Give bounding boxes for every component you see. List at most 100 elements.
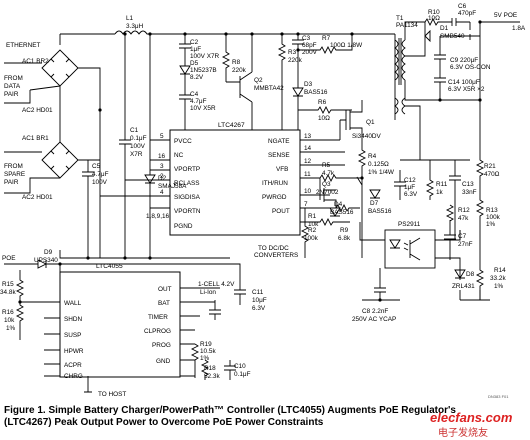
r4-rating: 1% 1/4W bbox=[368, 169, 395, 176]
r11-label: R11 bbox=[436, 181, 448, 188]
ic1-pins-left: PVCC NC VPORTP RCLASS SIGDISA VPORTN PGN… bbox=[174, 138, 201, 230]
ic2-pin-right: OUT bbox=[158, 286, 172, 293]
c5-label: C5 bbox=[92, 163, 101, 170]
ic1-pin-num: 11 bbox=[304, 171, 311, 178]
label-spare: SPARE bbox=[4, 171, 25, 178]
r2-value: 100k bbox=[304, 235, 319, 242]
component-labels: AC1 BR2 AC2 HD01 AC1 BR1 AC2 HD01 L1 3.3… bbox=[0, 3, 506, 380]
ic1-name: LTC4267 bbox=[218, 122, 245, 129]
ic1-pin-num: 4 bbox=[160, 189, 164, 196]
r10-value: 10Ω bbox=[428, 15, 440, 22]
r16-tolerance: 1% bbox=[6, 325, 16, 332]
t1-part: PA1134 bbox=[396, 22, 418, 29]
d3-part: BAS516 bbox=[304, 89, 328, 96]
ic2-pin-right: CLPROG bbox=[144, 328, 171, 335]
r9-value: 6.8k bbox=[338, 235, 351, 242]
r10-label: R10 bbox=[428, 9, 440, 16]
ic1-pin-num: 5 bbox=[160, 133, 164, 140]
br1-ac2-label: AC2 HD01 bbox=[22, 194, 53, 201]
q2-part: MMBTA42 bbox=[254, 85, 284, 92]
r7-value: 100Ω 1/8W bbox=[330, 42, 363, 49]
d2-label: D2 bbox=[158, 175, 167, 182]
r18-label: R18 bbox=[204, 365, 216, 372]
label-pair: PAIR bbox=[4, 91, 19, 98]
ic1-pin-right: SENSE bbox=[268, 152, 290, 159]
c8-rating: 250V AC YCAP bbox=[352, 316, 396, 323]
c7-value: 27nF bbox=[458, 241, 473, 248]
r15-value: 34.8k bbox=[0, 289, 16, 296]
r18-value: 52.3k bbox=[204, 373, 220, 380]
r12-label: R12 bbox=[458, 207, 470, 214]
r13-label: R13 bbox=[486, 207, 498, 214]
r1-label: R1 bbox=[308, 213, 317, 220]
ic2-pin-left: WALL bbox=[64, 300, 82, 307]
c2-label: C2 bbox=[190, 39, 199, 46]
r5-value: 4.7k bbox=[322, 170, 335, 177]
c3-value: 68pF bbox=[302, 42, 317, 49]
c9-rating: 6.3V OS-CON bbox=[450, 64, 491, 71]
ic2-pin-left: SHDN bbox=[64, 316, 82, 323]
ic2-pins-left: WALL SHDN SUSP HPWR ACPR CHRG bbox=[64, 300, 84, 380]
c5-value: 4.7μF bbox=[92, 171, 109, 178]
d7-part: BAS516 bbox=[368, 208, 392, 215]
ic2-pin-right: BAT bbox=[158, 300, 170, 307]
r21-value: 470Ω bbox=[484, 171, 500, 178]
label-to-dcdc: TO DC/DC bbox=[258, 245, 289, 252]
label-converters: CONVERTERS bbox=[254, 252, 298, 259]
d1-label: D1 bbox=[440, 25, 449, 32]
q2-label: Q2 bbox=[254, 77, 263, 84]
label-from: FROM bbox=[4, 75, 23, 82]
c1-label: C1 bbox=[130, 127, 139, 134]
br1-label: AC1 BR1 bbox=[22, 135, 49, 142]
r2-label: R2 bbox=[308, 227, 317, 234]
br2-label: AC1 BR2 bbox=[22, 58, 49, 65]
c4-label: C4 bbox=[190, 91, 199, 98]
ic2-pins-right: OUT BAT TIMER CLPROG PROG GND bbox=[144, 286, 172, 365]
r9-label: R9 bbox=[340, 227, 349, 234]
c13-value: 33nF bbox=[462, 189, 477, 196]
d7-label: D7 bbox=[370, 200, 379, 207]
c13-label: C13 bbox=[462, 181, 474, 188]
r13-tolerance: 1% bbox=[486, 221, 496, 228]
q1-part: Si3440DV bbox=[352, 133, 382, 140]
ic2-pin-left: ACPR bbox=[64, 362, 82, 369]
label-ethernet: ETHERNET bbox=[6, 42, 41, 49]
ic1-pin-right: VFB bbox=[276, 166, 288, 173]
c10-label: C10 bbox=[234, 363, 246, 370]
c5-voltage: 100V bbox=[92, 179, 108, 186]
q3-label: Q3 bbox=[322, 181, 331, 188]
r14-value: 33.2k bbox=[490, 275, 506, 282]
c4-value: 4.7μF bbox=[190, 98, 207, 105]
c3-label: C3 bbox=[302, 35, 311, 42]
r14-tolerance: 1% bbox=[494, 283, 504, 290]
ic1-pin-num: 3 bbox=[160, 163, 164, 170]
d9-label: D9 bbox=[44, 249, 53, 256]
r6-value: 10Ω bbox=[318, 115, 330, 122]
ic1-pin-right: NGATE bbox=[268, 138, 290, 145]
c11-value: 10μF bbox=[252, 297, 267, 304]
reference-code: DN383 F01 bbox=[488, 394, 509, 399]
ic1-pin-left: SIGDISA bbox=[174, 194, 201, 201]
r16-label: R16 bbox=[2, 309, 14, 316]
c14-rating: 6.3V X5R ×2 bbox=[448, 86, 485, 93]
d1-part: SMB540 bbox=[440, 33, 465, 40]
r16-value: 10k bbox=[4, 317, 15, 324]
c1-voltage: 100V bbox=[130, 143, 146, 150]
ic1-pin-numbers: 5 16 3 2 4 1,8,9,16 13 14 12 11 10 7 bbox=[146, 133, 312, 220]
d5-label: D5 bbox=[190, 60, 199, 67]
ps2911-label: PS2911 bbox=[398, 221, 421, 228]
ic1-pin-num: 12 bbox=[304, 158, 312, 165]
caption-line-1: Figure 1. Simple Battery Charger/PowerPa… bbox=[4, 405, 456, 416]
c10-value: 0.1μF bbox=[234, 371, 251, 378]
l1-value: 3.3μH bbox=[126, 23, 144, 30]
ic1-pin-num: 7 bbox=[304, 201, 308, 208]
d4-part: BAS516 bbox=[330, 209, 354, 216]
r3-label: R3 bbox=[288, 49, 297, 56]
r1-value: 10k bbox=[308, 221, 319, 228]
r19-tolerance: 1% bbox=[200, 355, 210, 362]
schematic: LTC4267 PVCC NC VPORTP RCLASS SIGDISA VP… bbox=[0, 3, 526, 398]
ic1-pins-right: NGATE SENSE VFB ITH/RUN PWRGD POUT bbox=[262, 138, 290, 215]
figure-caption: Figure 1. Simple Battery Charger/PowerPa… bbox=[4, 405, 456, 429]
watermark: elecfans.com bbox=[430, 410, 513, 425]
d8-part: ZRL431 bbox=[452, 283, 475, 290]
